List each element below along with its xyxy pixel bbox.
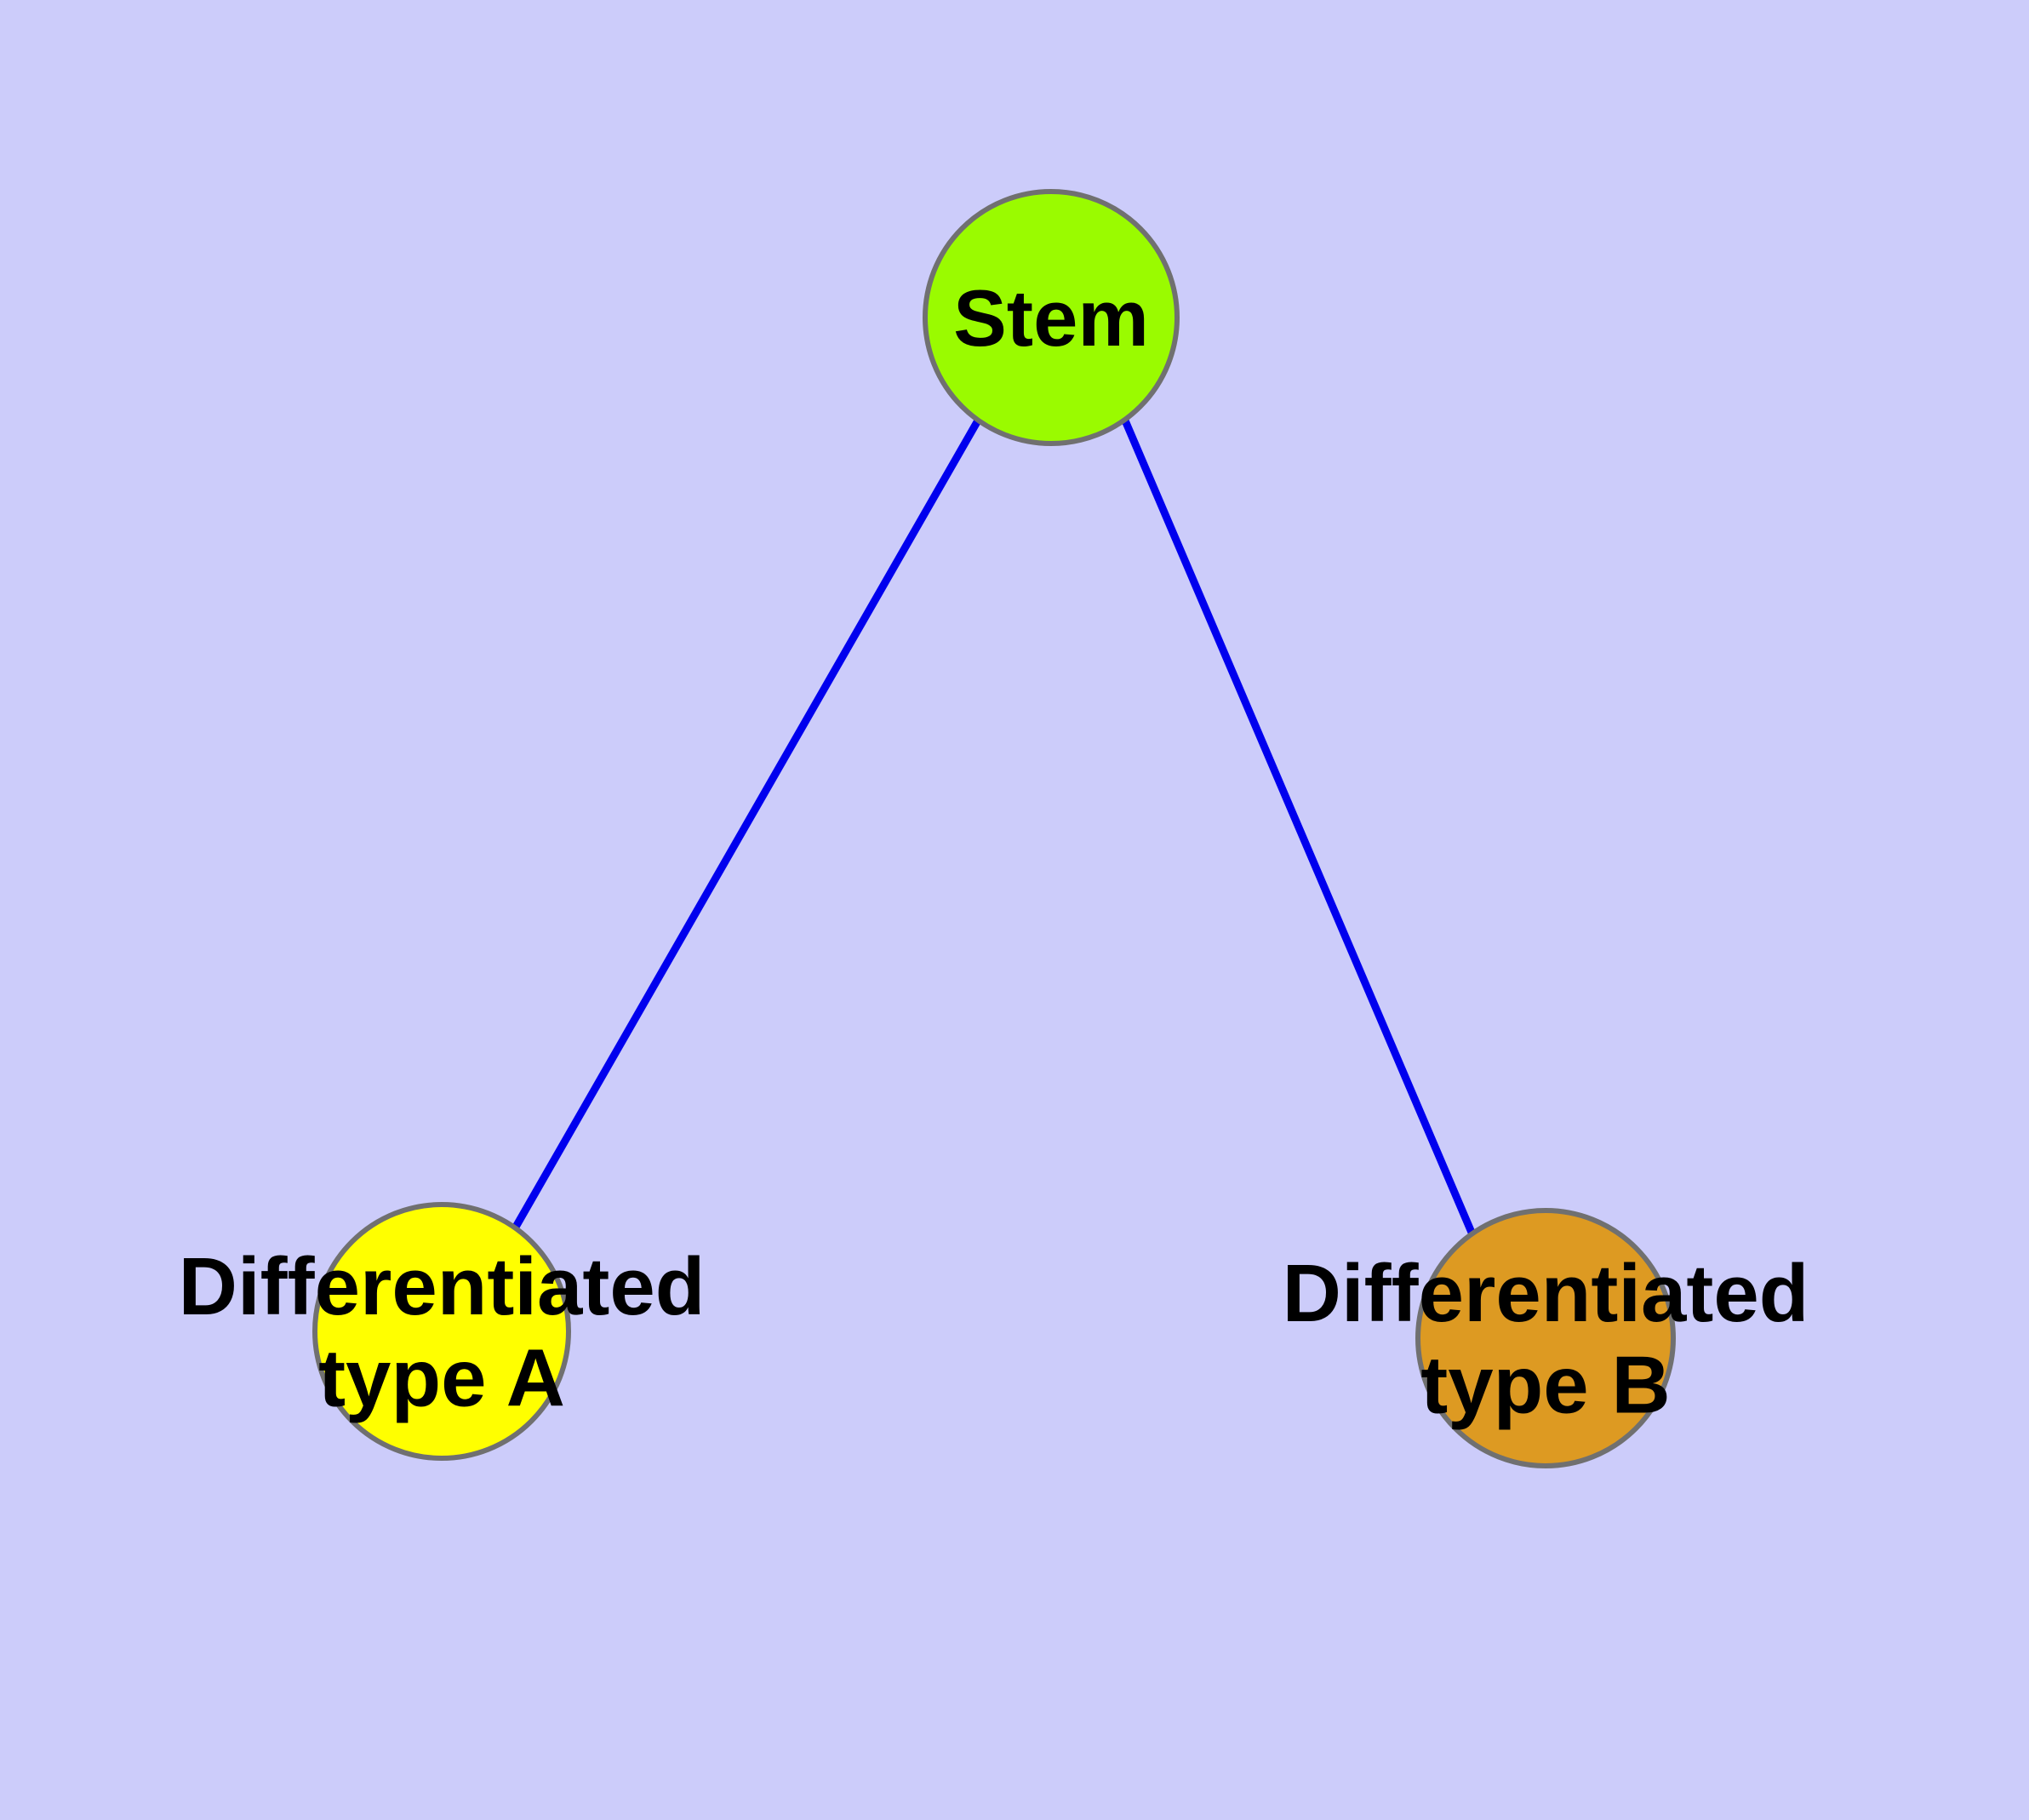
edge-stem-to-diff-a[interactable]: [512, 418, 981, 1231]
edge-layer: [512, 418, 1477, 1236]
node-label-stem-line-1: Stem: [953, 273, 1149, 363]
node-stem[interactable]: [923, 189, 1180, 446]
node-label-diff-b-line-1: Differentiated: [1283, 1248, 1809, 1339]
node-circle-diff-a[interactable]: [312, 1202, 571, 1461]
node-label-diff-a-line-1: Differentiated: [179, 1241, 706, 1332]
node-label-diff-b-line-2: type B: [1420, 1339, 1670, 1430]
edge-stem-to-diff-b[interactable]: [1121, 419, 1477, 1236]
node-diff-a[interactable]: [312, 1202, 571, 1461]
node-layer: [312, 189, 1676, 1468]
label-layer: Stem Differentiated type A Differentiate…: [179, 273, 1809, 1430]
node-label-diff-a: Differentiated type A: [179, 1241, 706, 1424]
node-label-diff-a-line-2: type A: [318, 1332, 565, 1423]
node-diff-b[interactable]: [1415, 1208, 1676, 1468]
node-circle-diff-b[interactable]: [1415, 1208, 1676, 1468]
node-label-diff-b: Differentiated type B: [1283, 1248, 1809, 1431]
node-circle-stem[interactable]: [923, 189, 1180, 446]
node-label-stem: Stem: [953, 273, 1149, 363]
